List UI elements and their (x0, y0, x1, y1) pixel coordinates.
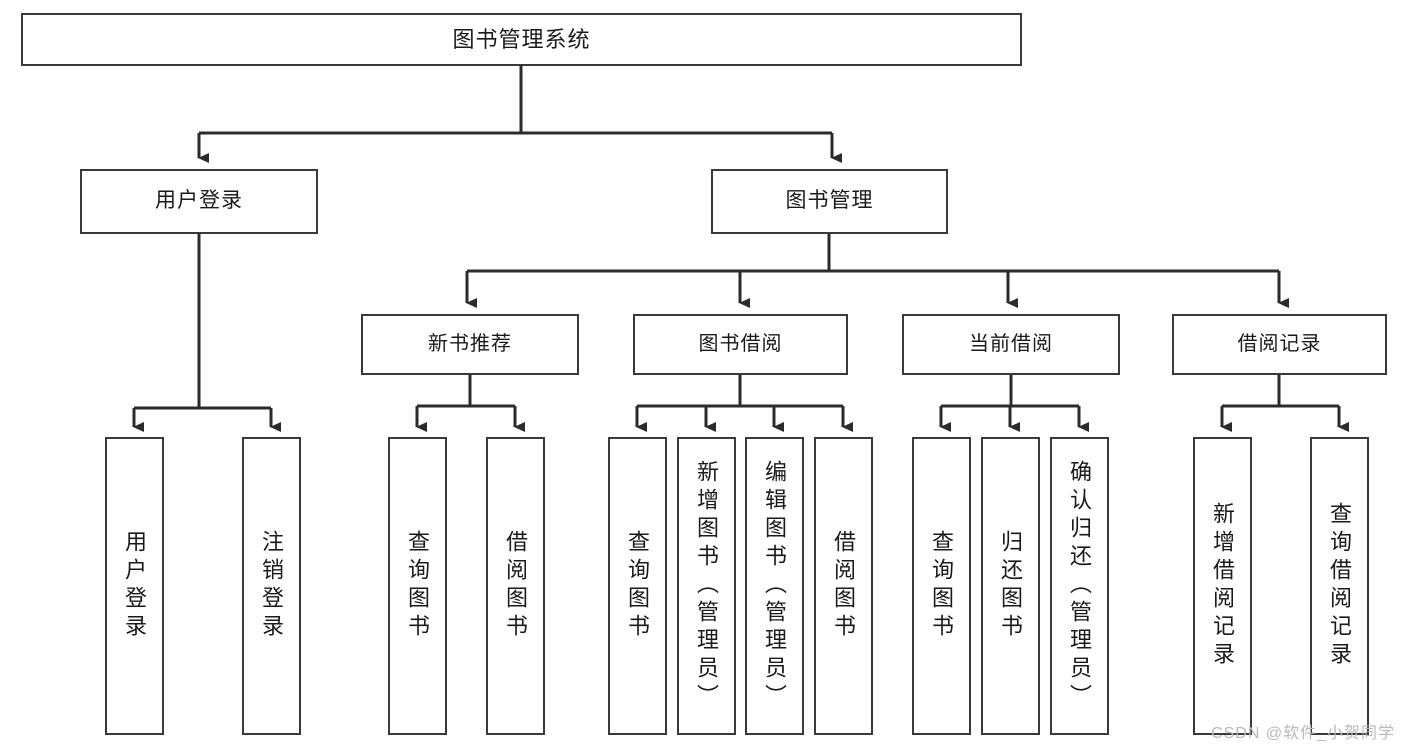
leaf-borrow-record-query[interactable]: 查询借阅记录 (1310, 437, 1369, 735)
node-current-borrow[interactable]: 当前借阅 (902, 314, 1120, 375)
leaf-current-borrow-return-label: 归还图书 (998, 530, 1024, 642)
leaf-book-borrow-query-label: 查询图书 (625, 530, 651, 642)
leaf-new-book-query[interactable]: 查询图书 (388, 437, 447, 735)
leaf-current-borrow-confirm-return[interactable]: 确认归还（管理员） (1050, 437, 1109, 735)
node-new-book-recommend-label: 新书推荐 (428, 333, 512, 355)
leaf-user-login-logout-label: 注销登录 (259, 530, 285, 642)
node-user-login[interactable]: 用户登录 (80, 169, 318, 234)
leaf-current-borrow-query[interactable]: 查询图书 (912, 437, 971, 735)
leaf-current-borrow-confirm-return-label: 确认归还（管理员） (1067, 460, 1093, 712)
leaf-borrow-record-add[interactable]: 新增借阅记录 (1193, 437, 1252, 735)
leaf-user-login-login[interactable]: 用户登录 (105, 437, 164, 735)
node-borrow-record[interactable]: 借阅记录 (1172, 314, 1387, 375)
node-new-book-recommend[interactable]: 新书推荐 (361, 314, 579, 375)
node-book-borrow-label: 图书借阅 (698, 333, 783, 355)
leaf-book-borrow-edit[interactable]: 编辑图书（管理员） (745, 437, 804, 735)
leaf-book-borrow-add[interactable]: 新增图书（管理员） (677, 437, 736, 735)
leaf-borrow-record-add-label: 新增借阅记录 (1210, 502, 1236, 670)
leaf-user-login-logout[interactable]: 注销登录 (242, 437, 301, 735)
node-book-borrow[interactable]: 图书借阅 (633, 314, 848, 375)
leaf-book-borrow-borrow[interactable]: 借阅图书 (814, 437, 873, 735)
leaf-new-book-query-label: 查询图书 (405, 530, 431, 642)
csdn-watermark: CSDN @软件_小贺同学 (1211, 725, 1395, 742)
leaf-current-borrow-return[interactable]: 归还图书 (981, 437, 1040, 735)
leaf-current-borrow-query-label: 查询图书 (929, 530, 955, 642)
leaf-book-borrow-add-label: 新增图书（管理员） (694, 460, 720, 712)
leaf-new-book-borrow-label: 借阅图书 (503, 530, 529, 642)
node-book-manage-label: 图书管理 (785, 189, 874, 213)
leaf-new-book-borrow[interactable]: 借阅图书 (486, 437, 545, 735)
node-root-label: 图书管理系统 (452, 26, 591, 52)
leaf-book-borrow-edit-label: 编辑图书（管理员） (762, 460, 788, 712)
node-borrow-record-label: 借阅记录 (1237, 333, 1322, 355)
leaf-borrow-record-query-label: 查询借阅记录 (1327, 502, 1353, 670)
leaf-book-borrow-borrow-label: 借阅图书 (831, 530, 857, 642)
node-root[interactable]: 图书管理系统 (21, 13, 1022, 66)
node-current-borrow-label: 当前借阅 (969, 333, 1053, 355)
leaf-book-borrow-query[interactable]: 查询图书 (608, 437, 667, 735)
leaf-user-login-login-label: 用户登录 (122, 530, 148, 642)
node-book-manage[interactable]: 图书管理 (711, 169, 948, 234)
node-user-login-label: 用户登录 (155, 189, 243, 213)
